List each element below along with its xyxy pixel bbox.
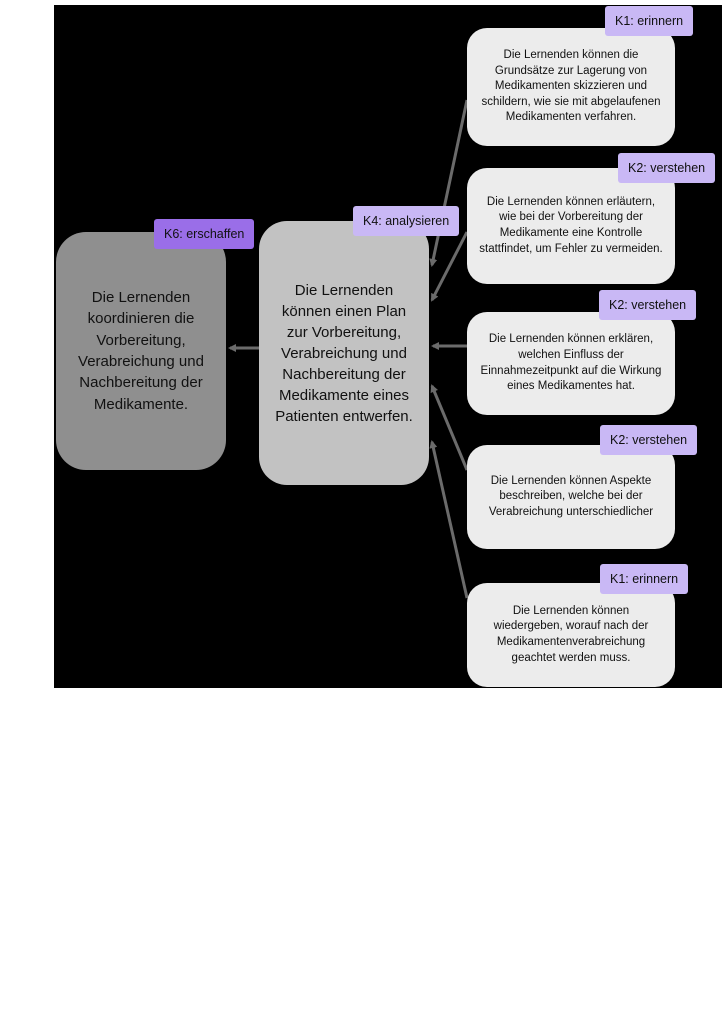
sub1-tag: K1: erinnern bbox=[605, 6, 694, 36]
sub2-tag: K2: verstehen bbox=[618, 153, 716, 183]
sub5-node: Die Lernenden können wiedergeben, worauf… bbox=[467, 583, 675, 687]
sub4-node: Die Lernenden können Aspekte beschreiben… bbox=[467, 445, 675, 549]
k4-tag: K4: analysieren bbox=[353, 206, 460, 236]
sub2-node-text: Die Lernenden können erläutern, wie bei … bbox=[479, 195, 663, 255]
k4-node-text: Die Lernenden können einen Plan zur Vorb… bbox=[275, 281, 413, 425]
k6-tag: K6: erschaffen bbox=[154, 219, 255, 249]
sub3-node: Die Lernenden können erklären, welchen E… bbox=[467, 312, 675, 415]
sub1-node-text: Die Lernenden können die Grundsätze zur … bbox=[481, 49, 661, 124]
sub5-tag: K1: erinnern bbox=[600, 564, 689, 594]
k6-node: Die Lernenden koordinieren die Vorbereit… bbox=[56, 232, 226, 470]
sub2-node: Die Lernenden können erläutern, wie bei … bbox=[467, 168, 675, 284]
k6-node-text: Die Lernenden koordinieren die Vorbereit… bbox=[78, 289, 204, 413]
sub1-node: Die Lernenden können die Grundsätze zur … bbox=[467, 28, 675, 146]
sub4-node-text: Die Lernenden können Aspekte beschreiben… bbox=[488, 474, 654, 518]
sub3-node-text: Die Lernenden können erklären, welchen E… bbox=[480, 333, 662, 393]
sub4-tag: K2: verstehen bbox=[600, 425, 698, 455]
k4-node: Die Lernenden können einen Plan zur Vorb… bbox=[259, 221, 429, 485]
sub3-tag: K2: verstehen bbox=[599, 290, 697, 320]
sub5-node-text: Die Lernenden können wiedergeben, worauf… bbox=[493, 604, 649, 664]
